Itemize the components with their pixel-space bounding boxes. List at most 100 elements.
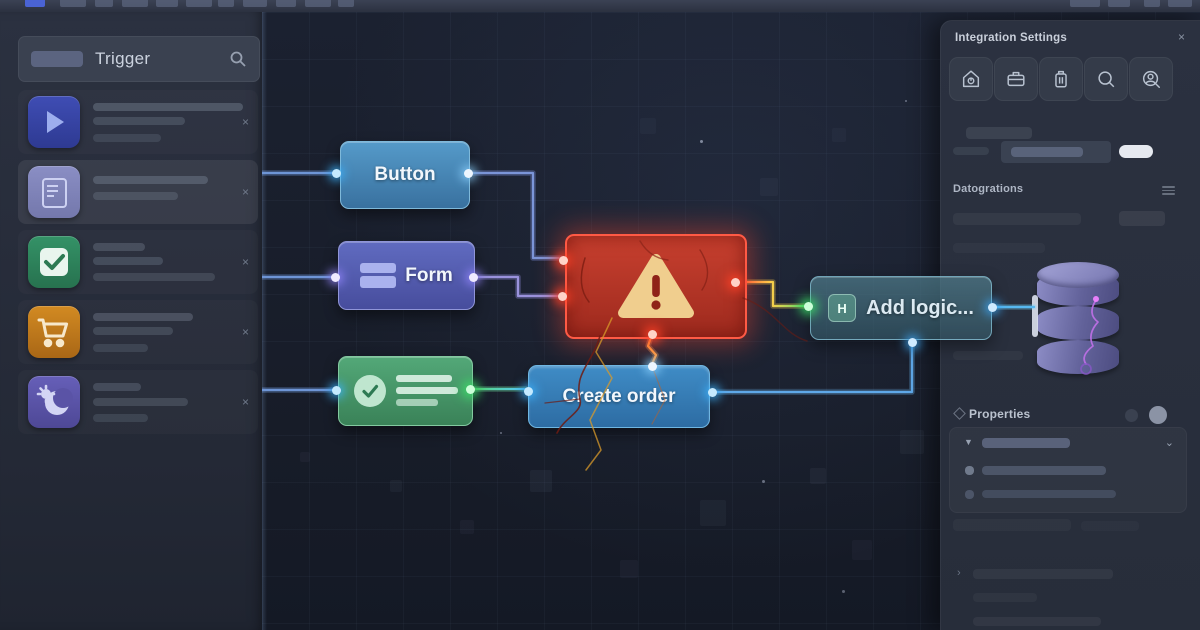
port-in-error-2[interactable]	[557, 291, 567, 301]
search-icon[interactable]	[1084, 57, 1128, 101]
dropdown-caret-icon[interactable]: ▼	[964, 437, 973, 447]
user-search-icon[interactable]	[1129, 57, 1173, 101]
section-integrations-label: Datogrations	[953, 183, 1024, 195]
remove-item-icon[interactable]: ×	[241, 185, 249, 199]
skeleton-row	[953, 213, 1081, 225]
palette-item-form[interactable]: ×	[18, 160, 258, 224]
node-palette-sidebar: Trigger × ×	[0, 12, 262, 630]
menu-item[interactable]	[1108, 0, 1130, 7]
skeleton-text	[93, 273, 215, 281]
skeleton-text	[93, 313, 193, 321]
skeleton-pill[interactable]	[1119, 211, 1165, 226]
canvas-noise	[832, 128, 846, 142]
skeleton-row	[973, 569, 1113, 579]
node-button[interactable]: Button	[340, 141, 470, 209]
bag-icon[interactable]	[1039, 57, 1083, 101]
canvas-spark	[500, 432, 502, 434]
section-properties-label: Properties	[969, 407, 1031, 421]
port-top-create-order[interactable]	[647, 361, 657, 371]
port-in-button[interactable]	[331, 168, 341, 178]
briefcase-form-icon	[360, 262, 397, 289]
canvas-noise	[852, 540, 872, 560]
node-approval[interactable]	[338, 356, 473, 426]
port-in-create-order[interactable]	[523, 386, 533, 396]
chevron-right-icon[interactable]: ›	[957, 567, 961, 579]
port-out-error[interactable]	[730, 277, 740, 287]
canvas-noise	[460, 520, 474, 534]
remove-item-icon[interactable]: ×	[241, 115, 249, 129]
top-menu-bar	[0, 0, 1200, 12]
port-in-add-logic[interactable]	[803, 301, 813, 311]
dropdown-value[interactable]	[982, 438, 1070, 448]
skeleton-text	[93, 117, 185, 125]
canvas-noise	[760, 178, 778, 196]
node-add-logic[interactable]: H Add logic...	[810, 276, 992, 340]
menu-item[interactable]	[305, 0, 331, 7]
menu-item[interactable]	[60, 0, 86, 7]
menu-item[interactable]	[1144, 0, 1160, 7]
cart-icon	[28, 306, 80, 358]
port-in-approval[interactable]	[331, 385, 341, 395]
port-out-approval[interactable]	[465, 384, 475, 394]
document-form-icon	[28, 166, 80, 218]
skeleton-text-lines	[395, 373, 458, 409]
menu-item[interactable]	[122, 0, 148, 7]
skeleton-row	[982, 466, 1106, 475]
skeleton-text	[93, 192, 178, 200]
row-icon	[965, 466, 974, 475]
toggle-on[interactable]	[1149, 406, 1167, 424]
menu-item[interactable]	[276, 0, 296, 7]
panel-action-pill[interactable]	[1119, 145, 1153, 158]
menu-item[interactable]	[95, 0, 113, 7]
remove-item-icon[interactable]: ×	[241, 325, 249, 339]
port-bottom-error[interactable]	[647, 329, 657, 339]
chevron-down-icon[interactable]: ⌄	[1164, 437, 1174, 449]
palette-item-trigger-play[interactable]: ×	[18, 90, 258, 154]
menu-item[interactable]	[1070, 0, 1100, 7]
remove-item-icon[interactable]: ×	[241, 395, 249, 409]
node-form[interactable]: Form	[338, 241, 475, 310]
close-panel-icon[interactable]: ×	[1177, 30, 1185, 44]
canvas-spark	[700, 140, 703, 143]
node-create-order[interactable]: Create order	[528, 365, 710, 428]
briefcase-icon[interactable]	[994, 57, 1038, 101]
port-bottom-add-logic[interactable]	[907, 337, 917, 347]
canvas-noise	[620, 560, 638, 578]
menu-item-active[interactable]	[25, 0, 45, 7]
port-out-form[interactable]	[468, 272, 478, 282]
remove-item-icon[interactable]: ×	[241, 255, 249, 269]
properties-icon	[953, 407, 966, 420]
node-error[interactable]	[565, 234, 747, 339]
search-icon[interactable]	[229, 50, 247, 73]
port-in-error-1[interactable]	[558, 255, 568, 265]
menu-item[interactable]	[186, 0, 212, 7]
skeleton-row	[953, 519, 1071, 531]
palette-item-cart[interactable]: ×	[18, 300, 258, 364]
port-out-add-logic[interactable]	[987, 302, 997, 312]
check-circle-icon	[353, 375, 386, 407]
menu-item[interactable]	[218, 0, 234, 7]
palette-item-approval[interactable]: ×	[18, 230, 258, 294]
port-out-button[interactable]	[463, 168, 473, 178]
menu-item[interactable]	[338, 0, 354, 7]
skeleton-row	[953, 351, 1023, 360]
skeleton-row	[953, 243, 1045, 253]
filter-menu-icon[interactable]	[1162, 184, 1175, 197]
skeleton-text	[93, 176, 208, 184]
menu-item[interactable]	[243, 0, 267, 7]
palette-item-settings[interactable]: ×	[18, 370, 258, 434]
toggle-off[interactable]	[1125, 409, 1138, 422]
menu-item[interactable]	[1168, 0, 1192, 7]
port-out-create-order[interactable]	[707, 387, 717, 397]
canvas-noise	[390, 480, 402, 492]
skeleton-text	[93, 327, 173, 335]
menu-item[interactable]	[156, 0, 178, 7]
home-icon[interactable]	[949, 57, 993, 101]
canvas-spark	[842, 590, 845, 593]
skeleton-text	[93, 398, 188, 406]
database-icon[interactable]	[1032, 262, 1124, 376]
palette-search-box[interactable]: Trigger	[18, 36, 260, 82]
canvas-noise	[900, 430, 924, 454]
skeleton-text	[93, 243, 145, 251]
port-in-form[interactable]	[330, 272, 340, 282]
